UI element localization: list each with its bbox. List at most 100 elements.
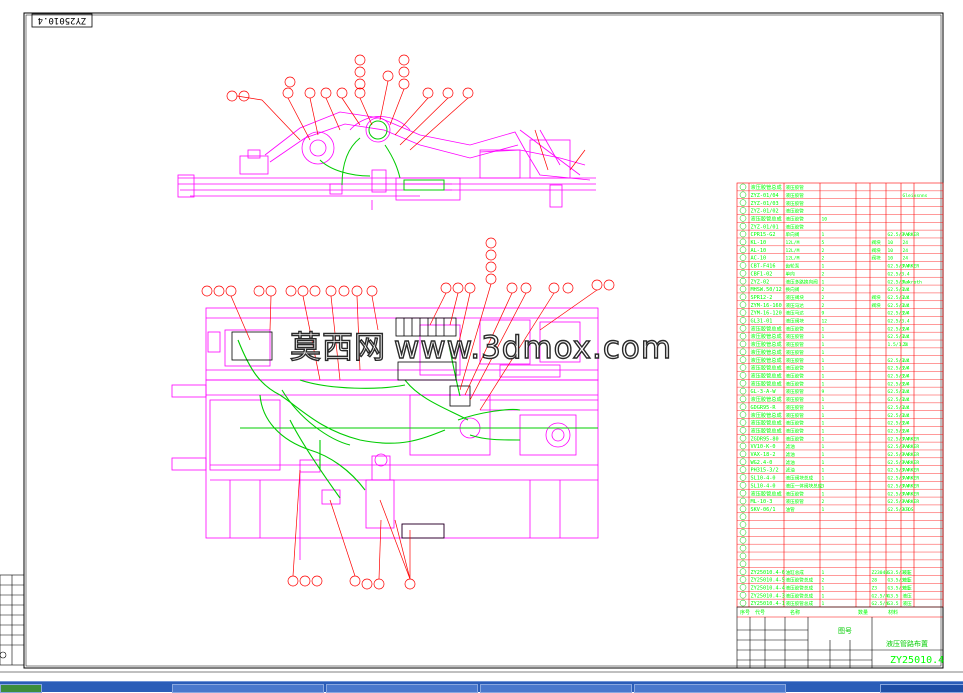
table-row-index-circle — [739, 552, 747, 560]
table-cell: 1 — [822, 358, 825, 364]
table-cell: 液压胶管总成 — [751, 411, 782, 419]
table-row-index-circle — [739, 599, 747, 607]
table-cell: G2.5/3.4 — [888, 381, 910, 387]
taskbar-app-button[interactable] — [326, 684, 478, 693]
table-cell: G2.5/3.4 — [888, 279, 910, 285]
table-cell: 24 — [903, 413, 909, 419]
left-edge-table — [0, 574, 25, 666]
table-cell: 液压马达 — [786, 302, 805, 309]
table-cell: 液压胶管 — [786, 365, 805, 372]
table-cell: 液压 — [903, 592, 913, 599]
table-row-index-circle — [739, 183, 747, 191]
table-cell: 24 — [903, 256, 909, 262]
table-cell: 液压胶管总成 — [751, 426, 782, 434]
table-cell: 阀块 — [872, 247, 882, 254]
table-cell: 24 — [903, 342, 909, 348]
taskbar-app-button[interactable] — [480, 684, 632, 693]
table-cell: 液压胶管总成 — [751, 489, 782, 497]
side-view-hoses — [319, 120, 445, 191]
table-cell: 24 — [903, 303, 909, 309]
table-cell: 1 — [822, 264, 825, 270]
watermark-url: www.3dmox.com — [393, 329, 673, 366]
table-cell: 1 — [822, 366, 825, 372]
table-row-index-circle — [739, 270, 747, 277]
table-cell: 9 — [822, 311, 825, 317]
taskbar-app-button[interactable] — [172, 684, 324, 693]
taskbar — [0, 681, 963, 693]
table-cell: ATOS — [903, 507, 914, 513]
table-cell: ZY25010.4-1 — [751, 601, 785, 607]
table-cell: 液压胶管总成 — [751, 332, 782, 340]
table-row-index-circle — [739, 505, 747, 513]
table-row-index-circle — [739, 238, 747, 246]
table-row-index-circle — [739, 222, 747, 230]
table-cell: ZY25010.4-6 — [751, 570, 785, 576]
table-row-index-circle — [739, 576, 747, 583]
table-cell: KL-10 — [751, 240, 767, 246]
table-row-index-circle — [739, 434, 747, 442]
table-cell: VV10-K-0 — [751, 444, 776, 450]
table-cell: ZYZ-01/01 — [751, 224, 779, 230]
table-cell: 液压胶管 — [786, 420, 805, 427]
table-cell: G2.5/3.4 — [888, 421, 910, 427]
table-cell: 28 — [872, 578, 878, 584]
table-cell: G2.5/3.4 — [888, 373, 910, 379]
table-row-index-circle — [739, 207, 747, 214]
table-cell: 2 — [822, 256, 825, 262]
table-cell: 24 — [903, 428, 909, 434]
table-row-index-circle — [739, 372, 747, 379]
taskbar-start-button[interactable] — [0, 684, 42, 693]
table-cell: G2.5/3.4 — [888, 389, 910, 395]
table-cell: 液压胶管 — [786, 215, 805, 222]
table-cell: 液压胶管 — [786, 184, 805, 191]
table-cell: 齿轮泵 — [786, 263, 800, 270]
table-cell: 2 — [822, 287, 825, 293]
watermark-cn: 莫西网 — [289, 329, 386, 366]
table-cell: CBF1-02 — [751, 271, 773, 277]
title-block-name: 液压管路布置 — [886, 639, 928, 648]
table-cell: 1 — [822, 326, 825, 332]
table-row-index-circle — [739, 427, 747, 434]
table-row-index-circle — [739, 199, 747, 206]
table-cell: 液压胶管总成 — [751, 379, 782, 387]
table-cell: 液压胶管 — [786, 372, 805, 379]
table-row-index-circle — [739, 560, 747, 568]
table-cell: PARKER — [903, 444, 920, 450]
table-row-index-circle — [739, 411, 747, 418]
table-cell: 液压一体阀块总成 — [786, 482, 823, 489]
table-cell: 液压胶管总成 — [751, 371, 782, 379]
table-cell: 1 — [822, 507, 825, 513]
table-cell: PARKER — [903, 499, 920, 505]
table-row-index-circle — [739, 450, 747, 458]
table-cell: 液压胶管总成 — [751, 395, 782, 403]
taskbar-app-button[interactable] — [634, 684, 786, 693]
plan-view-callouts — [201, 237, 615, 590]
table-cell: PARKER — [903, 452, 920, 458]
table-cell: 2 — [822, 295, 825, 301]
table-cell: 液压胶管 — [786, 435, 805, 442]
table-cell: 滤油 — [786, 443, 796, 450]
table-cell: 1 — [822, 444, 825, 450]
table-cell: 10 — [888, 256, 894, 262]
table-row-index-circle — [739, 230, 747, 238]
table-cell: 液压胶管 — [786, 490, 805, 497]
table-cell: G2.5/3.4 — [888, 264, 910, 270]
table-cell: PARKER — [903, 264, 920, 270]
table-cell: 液压胶管 — [786, 333, 805, 340]
table-cell: G2.5/3.4 — [888, 295, 910, 301]
table-row-index-circle — [739, 466, 747, 473]
table-cell: 2 — [822, 499, 825, 505]
table-row-index-circle — [739, 364, 747, 371]
table-cell: 1 — [822, 570, 825, 576]
table-cell: 24 — [903, 389, 909, 395]
table-cell: 滤油 — [786, 459, 796, 466]
table-row-index-circle — [739, 262, 747, 269]
col-label-no: 序号 — [740, 609, 750, 616]
table-cell: 单向 — [786, 270, 796, 277]
table-cell: 液压胶管总成 — [786, 592, 814, 599]
table-cell: 1.5/1.5 — [888, 342, 908, 348]
table-cell: ZYZ-01/02 — [751, 209, 779, 215]
table-row-index-circle — [739, 387, 747, 395]
